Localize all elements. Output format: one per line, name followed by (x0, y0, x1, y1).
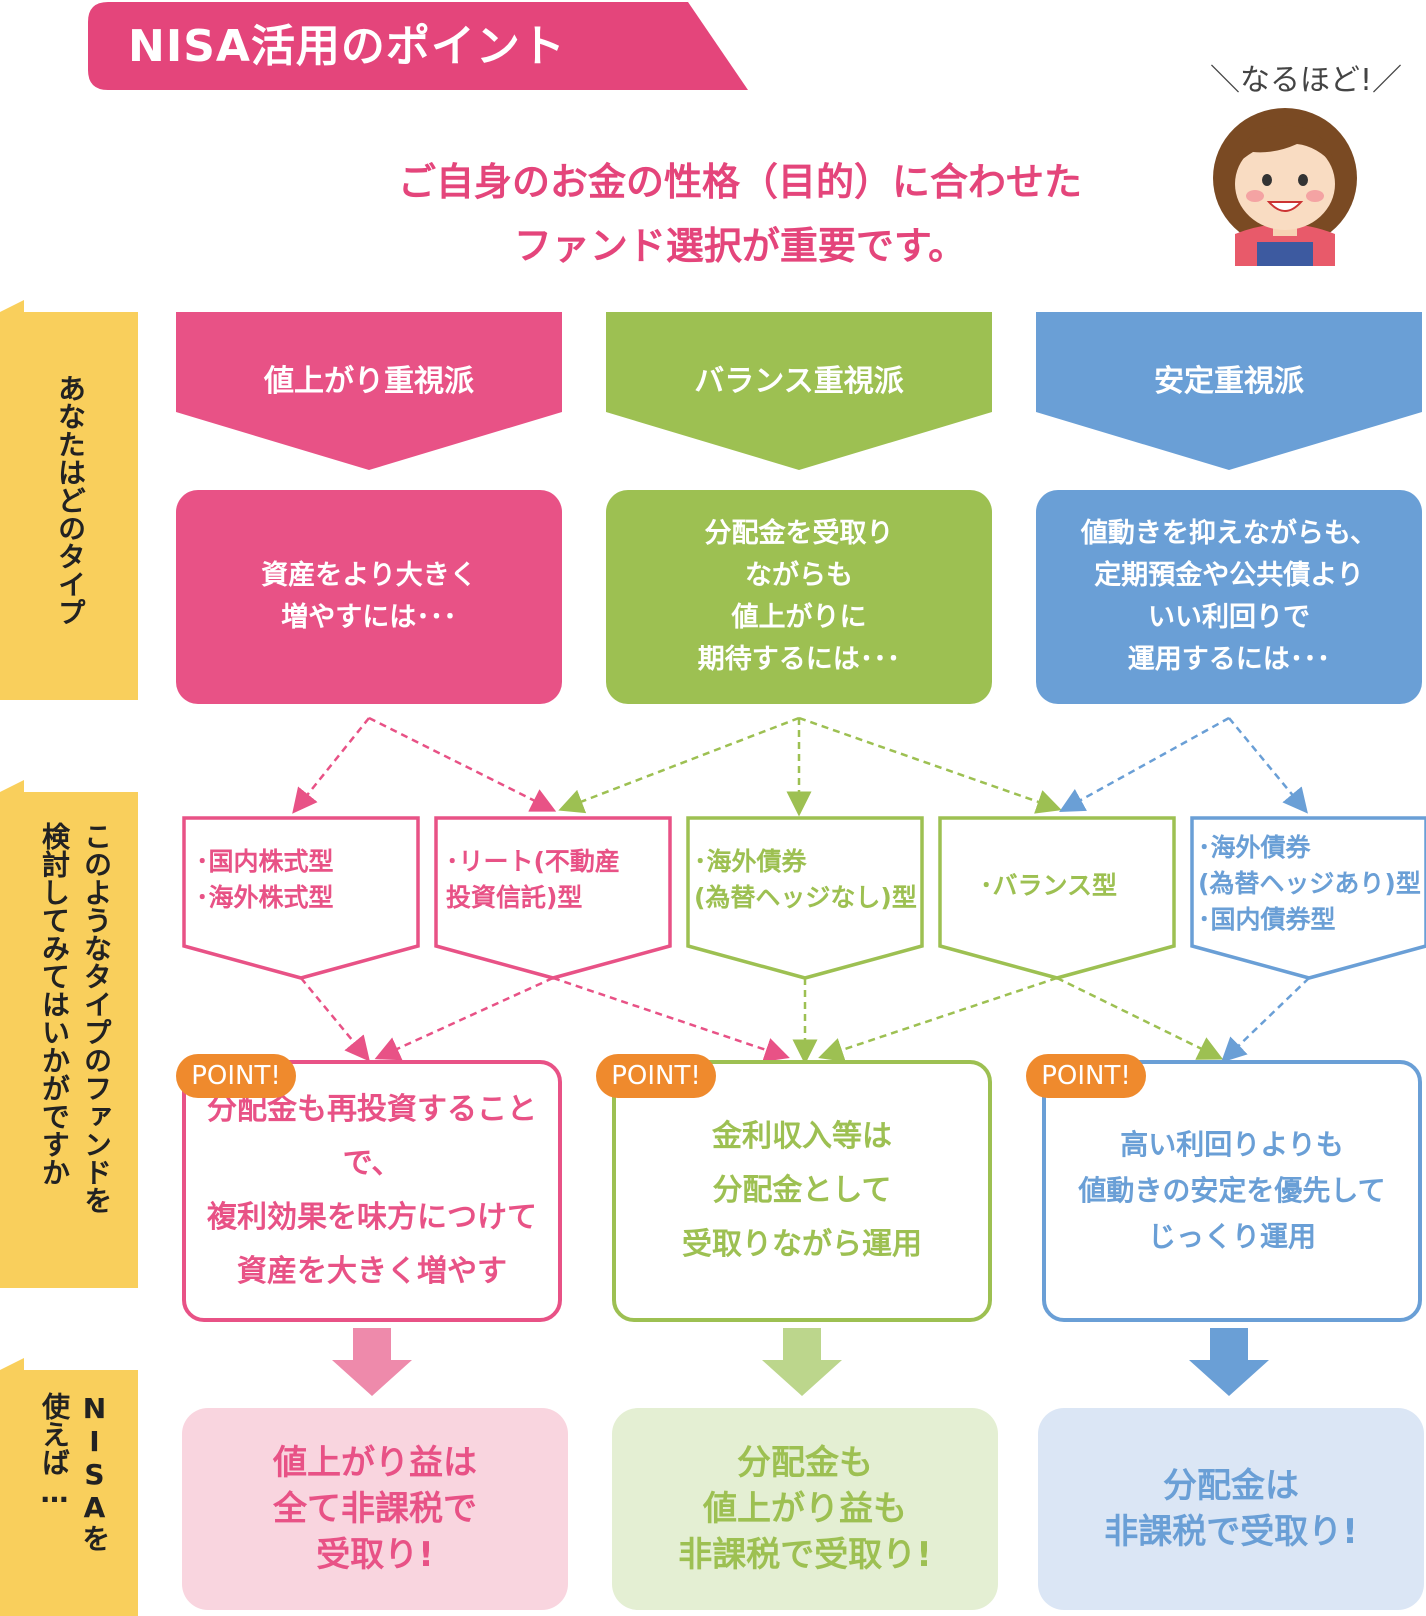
arrow-growth-to-fund2 (368, 716, 557, 812)
result-box-growth: 値上がり益は 全て非課税で 受取り! (182, 1408, 568, 1610)
page-title: NISA活用のポイント (128, 21, 566, 72)
result-text-balance: 分配金も 値上がり益も 非課税で受取り! (678, 1443, 932, 1575)
down-arrow-balance (762, 1328, 842, 1396)
type-desc-stable-text: 値動きを抑えながらも、 定期預金や公共債より いい利回りで 運用するには･･･ (1080, 518, 1378, 675)
point-text-balance: 金利収入等は 分配金として 受取りながら運用 (682, 1119, 922, 1262)
type-banner-growth (176, 312, 562, 470)
type-label-balance: バランス重視派 (694, 364, 904, 399)
type-desc-stable: 値動きを抑えながらも、 定期預金や公共債より いい利回りで 運用するには･･･ (1036, 490, 1422, 704)
arrow-stable-to-fund5 (1228, 717, 1308, 814)
type-desc-balance: 分配金を受取り ながらも 値上がりに 期待するには･･･ (606, 490, 992, 704)
type-desc-growth-text: 資産をより大きく 増やすには･･･ (261, 560, 477, 633)
arrow-fund4-to-point3 (1056, 976, 1224, 1060)
point-box-growth: 分配金も再投資することで、 複利効果を味方につけて 資産を大きく増やす (182, 1060, 562, 1322)
sidebar-row-funds: このようなタイプのファンドを 検討してみてはいかがですか (0, 792, 138, 1288)
arrow-balance-to-fund4 (798, 716, 1062, 814)
headline-line-1: ご自身のお金の性格（目的）に合わせた (397, 160, 1082, 204)
sidebar-tab-tip-3 (0, 1358, 24, 1370)
sidebar-label-funds-b: 検討してみてはいかがですか (38, 822, 71, 1186)
result-text-stable: 分配金は 非課税で受取り! (1104, 1466, 1358, 1552)
type-desc-growth: 資産をより大きく 増やすには･･･ (176, 490, 562, 704)
sidebar-label-funds-a: このようなタイプのファンドを (80, 822, 113, 1214)
title-tab (88, 2, 748, 90)
sidebar-label-nisa-a: NISAを (78, 1392, 111, 1552)
headline: ご自身のお金の性格（目的）に合わせた ファンド選択が重要です。 (300, 150, 1180, 278)
arrow-stable-to-fund4 (1059, 716, 1230, 813)
fund-shape-2 (434, 816, 672, 980)
down-arrow-stable (1189, 1328, 1269, 1396)
arrow-growth-to-fund1 (292, 717, 370, 814)
type-desc-balance-text: 分配金を受取り ながらも 値上がりに 期待するには･･･ (697, 518, 901, 675)
sidebar-label-nisa-b: 使えば… (38, 1392, 71, 1509)
fund-text-5: ･海外債券 (為替ヘッジあり)型 ･国内債券型 (1198, 833, 1421, 934)
fund-text-2: ･リート(不動産 投資信託)型 (446, 847, 620, 912)
point-badge-growth: POINT! (176, 1054, 296, 1098)
sidebar-tab-tip-2 (0, 780, 24, 792)
point-box-balance: 金利収入等は 分配金として 受取りながら運用 (612, 1060, 992, 1322)
fund-shape-4 (938, 816, 1176, 980)
point-badge-stable: POINT! (1026, 1054, 1146, 1098)
fund-shape-3 (686, 816, 924, 980)
arrow-fund2-to-point1 (374, 976, 554, 1061)
fund-text-3: ･海外債券 (為替ヘッジなし)型 (694, 847, 917, 912)
arrow-fund4-to-point2 (818, 976, 1058, 1062)
sidebar-row-nisa: NISAを 使えば… (0, 1370, 138, 1616)
woman-character-icon (1213, 108, 1357, 266)
point-box-stable: 高い利回りよりも 値動きの安定を優先して じっくり運用 (1042, 1060, 1422, 1322)
point-text-stable: 高い利回りよりも 値動きの安定を優先して じっくり運用 (1078, 1128, 1386, 1253)
down-arrow-growth (332, 1328, 412, 1396)
point-badge-balance: POINT! (596, 1054, 716, 1098)
fund-shape-1 (182, 816, 420, 980)
type-banner-stable (1036, 312, 1422, 470)
point-text-growth: 分配金も再投資することで、 複利効果を味方につけて 資産を大きく増やす (207, 1092, 537, 1289)
headline-line-2: ファンド選択が重要です。 (513, 224, 967, 268)
arrow-fund1-to-point1 (300, 977, 370, 1062)
sidebar-row-type: あなたはどのタイプ (0, 312, 138, 700)
result-text-growth: 値上がり益は 全て非課税で 受取り! (273, 1443, 477, 1575)
fund-text-1: ･国内株式型 ･海外株式型 (196, 847, 334, 912)
arrow-fund2-to-point2 (552, 976, 790, 1062)
sidebar-label-type: あなたはどのタイプ (54, 374, 87, 626)
result-box-balance: 分配金も 値上がり益も 非課税で受取り! (612, 1408, 998, 1610)
type-banner-balance (606, 312, 992, 470)
type-label-stable: 安定重視派 (1154, 364, 1304, 399)
sidebar-tab-tip-1 (0, 300, 24, 312)
speech-text: ＼なるほど!／ (1210, 63, 1403, 98)
fund-text-4: ･バランス型 (980, 871, 1118, 900)
arrow-balance-to-fund2 (558, 716, 800, 814)
result-box-stable: 分配金は 非課税で受取り! (1038, 1408, 1424, 1610)
fund-shape-5 (1190, 816, 1426, 980)
type-label-growth: 値上がり重視派 (264, 364, 474, 399)
arrow-fund5-to-point3 (1220, 977, 1310, 1063)
